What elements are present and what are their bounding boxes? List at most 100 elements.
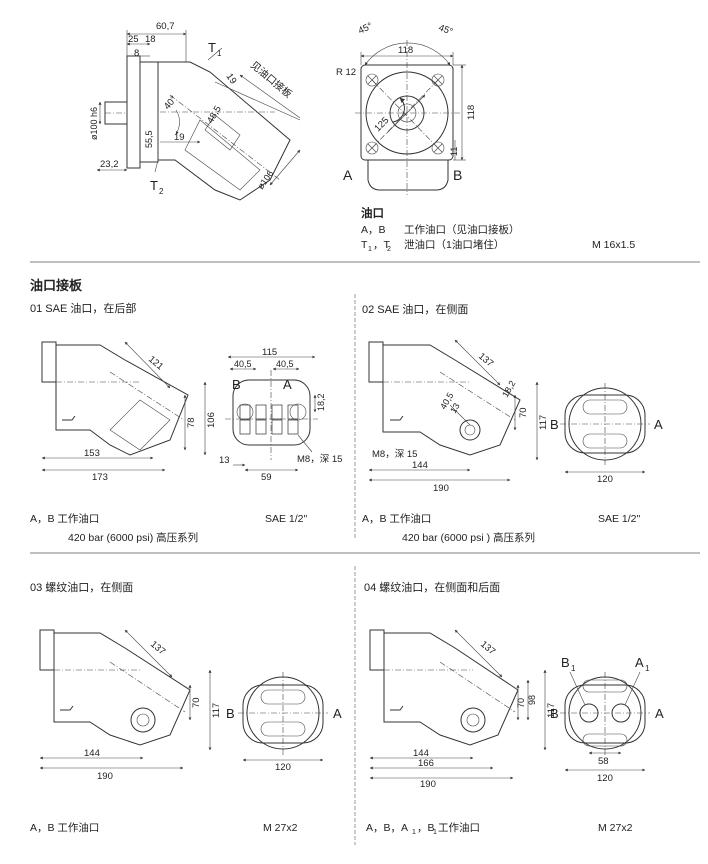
dim-60-7: 60,7 (156, 21, 175, 32)
dim-40deg: 40° (162, 94, 180, 112)
panel-01-note-m8: M8，深 15 (297, 454, 342, 465)
panel-01-label-b: B (232, 377, 241, 392)
legend-row1-desc: 工作油口（见油口接板） (404, 223, 520, 236)
section-title: 油口接板 (30, 278, 83, 293)
panel-03-dim-137: 137 (148, 639, 167, 658)
dim-19-upper: 19 (224, 71, 239, 86)
panel-02-label-a: A (654, 417, 663, 432)
panel-02-dim-190: 190 (433, 483, 449, 494)
panel-02-note-m8: M8，深 15 (372, 449, 417, 460)
legend-row2-sub1: 1 (368, 246, 372, 253)
panel-03-title: 03 螺纹油口，在侧面 (30, 580, 133, 594)
panel-02-footer-key: A，B 工作油口 (362, 512, 431, 525)
top-front-view (355, 40, 466, 195)
panel-01-dim-40-5-right: 40,5 (276, 359, 294, 369)
panel-03-dim-70: 70 (191, 697, 202, 708)
dim-25: 25 (128, 34, 139, 45)
panel-04-footer-key: A，B，A (366, 822, 408, 834)
dim-118-width: 118 (398, 45, 413, 56)
dim-19-lower: 19 (174, 132, 185, 143)
panel-02: 02 SAE 油口，在侧面 137 40,5 13 (362, 302, 663, 544)
panel-04: 04 螺纹油口，在侧面和后面 (364, 580, 664, 836)
panel-01-dim-13: 13 (219, 455, 230, 466)
panel-04-footer-value: M 27x2 (598, 822, 633, 834)
panel-02-label-b: B (550, 417, 559, 432)
panel-03-dim-144: 144 (84, 748, 100, 759)
panel-01-rear-view (225, 355, 318, 472)
panel-01-dim-115: 115 (262, 347, 277, 358)
dim-45deg-right: 45° (437, 22, 454, 37)
panel-04-footer-key-mid: ，B (417, 822, 435, 834)
panel-01-footer-line2: 420 bar (6000 psi) 高压系列 (68, 531, 198, 544)
panel-01-footer-key: A，B 工作油口 (30, 512, 99, 525)
panel-04-label-a: A (655, 706, 664, 721)
panel-03-footer-key: A，B 工作油口 (30, 821, 99, 834)
panel-04-dim-98: 98 (527, 695, 537, 705)
panel-03-dim-120: 120 (275, 762, 291, 773)
panel-03-rear-view (238, 672, 328, 762)
panel-01-dim-78: 78 (186, 417, 197, 428)
panel-02-dim-144: 144 (412, 460, 428, 471)
panel-01-dim-59: 59 (261, 472, 272, 483)
dim-45deg-left: 45° (357, 21, 375, 37)
panel-03: 03 螺纹油口，在侧面 137 70 117 144 (30, 580, 342, 834)
panel-01: 01 SAE 油口，在后部 (30, 301, 342, 544)
panel-04-label-b: B (550, 706, 559, 721)
label-t1: T (208, 40, 216, 55)
panel-04-side-view (369, 629, 547, 780)
panel-02-dim-120: 120 (597, 474, 613, 485)
panel-02-dim-137: 137 (476, 351, 495, 370)
panel-01-dim-153: 153 (84, 448, 100, 459)
top-front-dimension-labels: 45° 45° 118 R 12 125 118 11 A B (336, 21, 477, 183)
panel-04-dim-117: 117 (546, 703, 557, 718)
legend-row2-key: T (361, 239, 368, 251)
dim-23-2: 23,2 (100, 159, 119, 170)
legend-row2-sep: ，T (373, 239, 390, 251)
panel-01-label-a: A (283, 377, 292, 392)
dim-18: 18 (145, 34, 156, 45)
panel-01-dim-40-5-left: 40,5 (234, 359, 252, 369)
legend-row2-sub2: 2 (387, 246, 391, 253)
dim-r12: R 12 (336, 67, 356, 78)
panel-04-dim-190: 190 (420, 779, 436, 790)
dim-48-5: 48,5 (205, 104, 224, 126)
panel-02-dim-117: 117 (538, 415, 549, 430)
panel-03-label-b: B (226, 706, 235, 721)
panel-04-label-b1: B (561, 655, 570, 670)
panel-03-footer-value: M 27x2 (263, 822, 298, 834)
label-t2: T (150, 178, 158, 193)
panel-04-label-a1-sub: 1 (645, 664, 650, 673)
panel-03-dim-190: 190 (97, 771, 113, 782)
panel-04-footer-key-end: 工作油口 (438, 821, 480, 834)
dim-11: 11 (449, 147, 459, 156)
panel-04-footer-key-sub1: 1 (412, 829, 416, 836)
dim-118-height: 118 (466, 105, 477, 120)
dim-d100: ø100 h6 (89, 107, 99, 140)
label-port-b-top: B (453, 167, 462, 183)
legend-title: 油口 (361, 206, 384, 220)
panel-04-dim-120: 120 (597, 773, 613, 784)
panel-01-footer-value: SAE 1/2" (265, 513, 308, 525)
panel-04-dim-70: 70 (516, 698, 526, 708)
dim-8: 8 (134, 48, 139, 59)
dim-55-5: 55,5 (144, 130, 154, 148)
panel-04-label-a1: A (635, 655, 644, 670)
label-port-a-top: A (343, 167, 353, 183)
label-t2-sub: 2 (159, 187, 164, 196)
panel-02-footer-line2: 420 bar (6000 psi ) 高压系列 (402, 531, 535, 544)
panel-03-dim-117: 117 (211, 703, 222, 718)
panel-02-dim-13: 13 (448, 401, 462, 415)
panel-04-label-b1-sub: 1 (571, 664, 576, 673)
dim-d106: ø106 (255, 169, 275, 192)
legend-row1-key: A，B (361, 224, 386, 236)
ports-legend: 油口 A，B 工作油口（见油口接板） T 1 ，T 2 泄油口（1油口堵住） M… (361, 206, 635, 253)
panel-02-footer-value: SAE 1/2" (598, 513, 641, 525)
panel-01-title: 01 SAE 油口，在后部 (30, 301, 136, 315)
label-see-port-plate: 见油口接板 (248, 58, 295, 100)
panel-04-dim-144: 144 (413, 748, 429, 759)
panel-02-dim-70: 70 (518, 407, 529, 418)
panel-03-label-a: A (333, 706, 342, 721)
panel-04-dim-166: 166 (418, 758, 434, 769)
panel-01-dim-106: 106 (206, 412, 217, 428)
